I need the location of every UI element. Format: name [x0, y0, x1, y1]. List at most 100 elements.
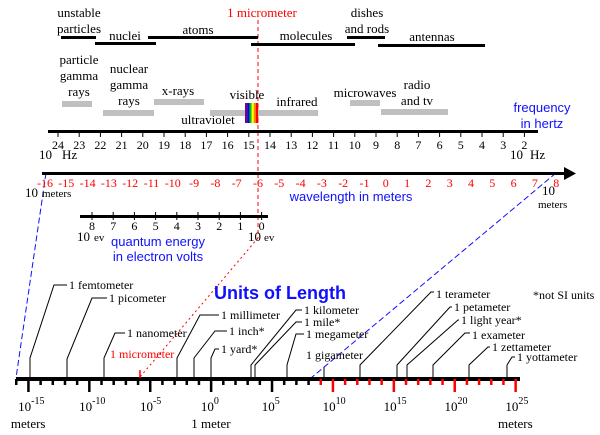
wavelength-axis-line	[42, 172, 566, 175]
object-scale-row: unstable particles nuclei atoms molecule…	[57, 5, 485, 47]
frequency-tick-label: 7	[415, 138, 421, 152]
wavelength-left-base: 10	[25, 185, 38, 200]
unit-leader-line	[66, 297, 107, 378]
particle-gamma-band	[62, 101, 92, 107]
unstable-particles-label-1: unstable	[57, 5, 101, 20]
frequency-right-base: 10	[510, 147, 523, 162]
energy-tick-label: 6	[131, 219, 137, 233]
frequency-left-base: 10	[39, 147, 52, 162]
frequency-tick-label: 16	[222, 138, 234, 152]
unit-leader-line	[176, 314, 219, 378]
frequency-tick-label: 15	[243, 138, 255, 152]
frequency-left-unit: Hz	[62, 147, 77, 162]
length-tick	[136, 379, 140, 385]
energy-tick-label: 3	[195, 219, 201, 233]
length-tick	[173, 379, 176, 385]
length-axis-exponent: -5	[153, 396, 161, 407]
length-tick	[258, 379, 262, 385]
wavelength-tick-label: -16	[37, 176, 53, 190]
length-axis-exponent: 25	[518, 396, 528, 407]
frequency-tick-label: 11	[328, 138, 340, 152]
wavelength-tick-label: 5	[489, 176, 495, 190]
visible-label: visible	[230, 87, 265, 102]
wavelength-tick-label: 3	[447, 176, 453, 190]
wavelength-right-base: 10	[542, 183, 555, 198]
length-tick	[477, 379, 481, 385]
frequency-tick-label: 13	[285, 138, 297, 152]
wavelength-tick-label: 2	[425, 176, 431, 190]
unit-leader-line	[286, 333, 304, 378]
wavelength-tick-label: -3	[317, 176, 327, 190]
wavelength-tick-label: 7	[532, 176, 538, 190]
energy-tick-label: 4	[174, 219, 180, 233]
length-tick	[331, 379, 335, 392]
wavelength-right-unit: meters	[538, 199, 567, 211]
molecules-label: molecules	[280, 28, 333, 43]
unit-label: 1 zettameter	[492, 340, 551, 354]
wavelength-tick-label: -5	[274, 176, 284, 190]
length-scale: Units of Length *not SI units 10-15meter…	[11, 278, 595, 431]
radio-tv-label-2: and tv	[401, 93, 434, 108]
visible-color-stripe	[249, 103, 252, 123]
wavelength-tick-label: 1	[404, 176, 410, 190]
micrometer-marker: 1 micrometer	[139, 5, 298, 378]
visible-spectrum-swatch	[245, 103, 259, 123]
unit-leader-line	[250, 309, 302, 378]
unit-leader-line	[359, 291, 434, 378]
wavelength-tick-label: -15	[58, 176, 74, 190]
length-tick	[429, 379, 432, 385]
wavelength-tick-label: -1	[360, 176, 370, 190]
length-tick	[356, 379, 359, 385]
energy-tick-label: 8	[89, 219, 95, 233]
length-tick	[490, 379, 493, 385]
energy-tick-label: 2	[216, 219, 222, 233]
length-tick	[502, 379, 505, 385]
wavelength-axis: wavelength in meters 10 meters 10 meters…	[25, 167, 576, 211]
frequency-tick-label: 9	[373, 138, 379, 152]
length-axis-line	[16, 377, 520, 381]
length-tick	[100, 379, 103, 385]
unit-label: 1 inch*	[229, 324, 265, 338]
nuclear-gamma-label-1: nuclear	[110, 61, 149, 76]
particle-gamma-label-1: particle	[60, 52, 99, 67]
dishes-bar	[347, 36, 385, 39]
particle-gamma-label-2: gamma	[60, 68, 98, 83]
xrays-band	[154, 99, 204, 105]
wavelength-tick-label: -11	[144, 176, 160, 190]
energy-tick-label: 7	[110, 219, 116, 233]
length-tick	[185, 379, 189, 385]
frequency-tick-label: 20	[137, 138, 149, 152]
length-tick	[514, 379, 517, 392]
nuclei-label: nuclei	[109, 28, 141, 43]
frequency-right-unit: Hz	[530, 147, 545, 162]
visible-color-stripe	[247, 103, 250, 123]
antennas-bar	[378, 44, 485, 47]
frequency-tick-label: 3	[500, 138, 506, 152]
wavelength-tick-label: 4	[468, 176, 474, 190]
length-tick	[404, 379, 408, 385]
length-tick	[112, 379, 115, 385]
unit-leader-line	[468, 346, 490, 378]
length-tick	[392, 379, 396, 392]
unit-leader-line	[29, 284, 67, 378]
microwaves-band	[350, 100, 380, 106]
length-axis-label: 1020	[444, 396, 467, 414]
unit-label: 1 millimeter	[221, 308, 280, 322]
antennas-label: antennas	[409, 29, 454, 44]
length-tick	[441, 379, 444, 385]
unit-label: 1 exameter	[472, 328, 525, 342]
radiation-bands: particle gamma rays nuclear gamma rays x…	[60, 52, 448, 127]
length-tick	[15, 379, 18, 385]
unit-label: 1 gigameter	[306, 348, 363, 362]
atoms-bar	[148, 36, 258, 39]
atoms-label: atoms	[182, 22, 213, 37]
length-axis-exponent: 0	[214, 396, 219, 407]
visible-color-stripe	[253, 103, 257, 123]
unit-label: 1 yard*	[221, 342, 257, 356]
length-axis-sublabel: meters	[498, 416, 533, 431]
length-tick	[319, 379, 322, 385]
length-axis-label: 100	[201, 396, 219, 414]
unit-leader-line	[193, 330, 227, 378]
